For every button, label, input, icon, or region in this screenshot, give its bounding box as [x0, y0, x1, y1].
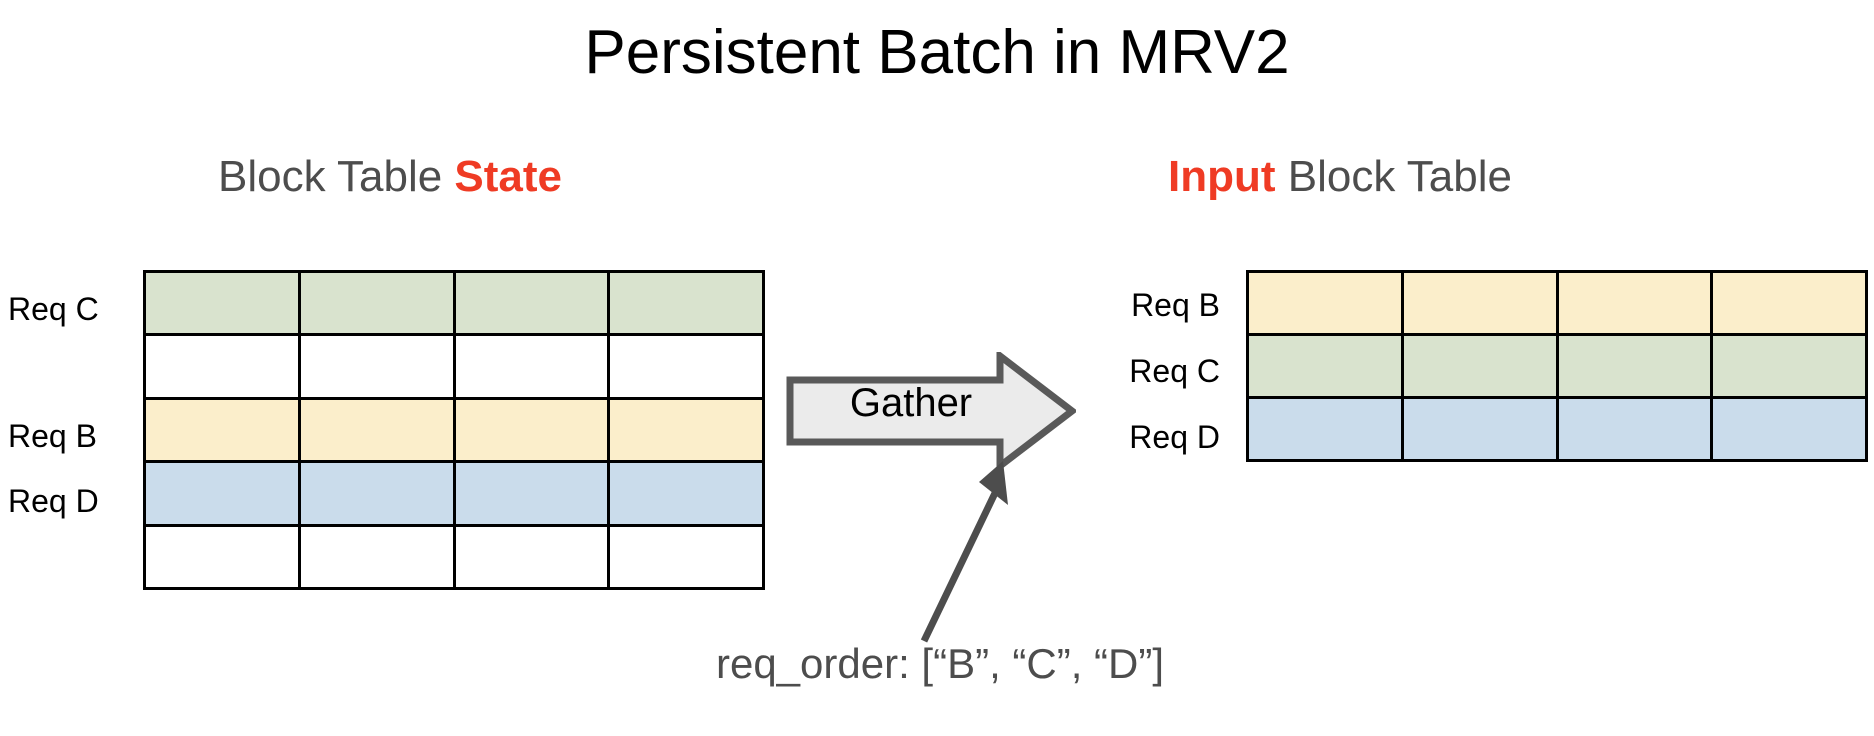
req-order-caption: req_order: [“B”, “C”, “D”] [715, 640, 1165, 687]
state-cell-r2-c1 [300, 399, 453, 461]
input-cell-r1-c2 [1558, 336, 1711, 396]
left-heading-accent: State [454, 152, 563, 201]
state-cell-r3-c1 [300, 463, 453, 524]
input-cell-r1-c0 [1249, 336, 1401, 396]
block-table-input [1246, 270, 1868, 462]
input-row-label-req-b: Req B [1131, 287, 1220, 323]
state-cell-r0-c1 [300, 273, 453, 334]
input-cell-r2-c0 [1249, 399, 1401, 459]
state-cell-r4-c1 [300, 526, 453, 587]
state-cell-r1-c1 [300, 336, 453, 397]
state-cell-r4-c2 [455, 526, 608, 587]
right-heading-suffix: Block Table [1275, 152, 1512, 201]
right-heading-accent: Input [1168, 152, 1276, 201]
state-cell-r0-c3 [610, 273, 762, 334]
input-cell-r2-c3 [1713, 399, 1865, 459]
input-cell-r1-c3 [1713, 336, 1865, 396]
input-row-label-req-c: Req C [1129, 353, 1220, 389]
input-cell-r0-c2 [1558, 273, 1711, 333]
page-title: Persistent Batch in MRV2 [584, 18, 1290, 87]
state-cell-r0-c2 [455, 273, 608, 334]
left-heading-prefix: Block Table [217, 152, 455, 201]
gather-arrow-icon [786, 352, 1076, 470]
state-cell-r3-c3 [610, 463, 762, 524]
req-order-pointer-arrow-icon [900, 455, 1030, 645]
left-table-heading: Block Table State [140, 150, 640, 204]
state-cell-r1-c3 [610, 336, 762, 397]
gather-label: Gather [849, 381, 973, 425]
state-cell-r2-c2 [455, 399, 608, 461]
right-table-heading: Input Block Table [1080, 150, 1600, 204]
state-cell-r4-c0 [146, 526, 298, 587]
input-row-label-req-d: Req D [1129, 419, 1220, 455]
block-table-state [143, 270, 765, 590]
state-cell-r2-c0 [146, 399, 298, 461]
state-row-label-req-c: Req C [8, 291, 99, 327]
state-cell-r3-c2 [455, 463, 608, 524]
state-cell-r1-c2 [455, 336, 608, 397]
input-cell-r0-c3 [1713, 273, 1865, 333]
input-cell-r0-c1 [1403, 273, 1556, 333]
state-row-label-req-d: Req D [8, 483, 99, 519]
state-cell-r1-c0 [146, 336, 298, 397]
state-row-label-req-b: Req B [8, 418, 97, 454]
state-cell-r0-c0 [146, 273, 298, 334]
state-cell-r2-c3 [610, 399, 762, 461]
state-cell-r3-c0 [146, 463, 298, 524]
state-cell-r4-c3 [610, 526, 762, 587]
input-cell-r1-c1 [1403, 336, 1556, 396]
input-cell-r2-c2 [1558, 399, 1711, 459]
input-cell-r0-c0 [1249, 273, 1401, 333]
input-cell-r2-c1 [1403, 399, 1556, 459]
